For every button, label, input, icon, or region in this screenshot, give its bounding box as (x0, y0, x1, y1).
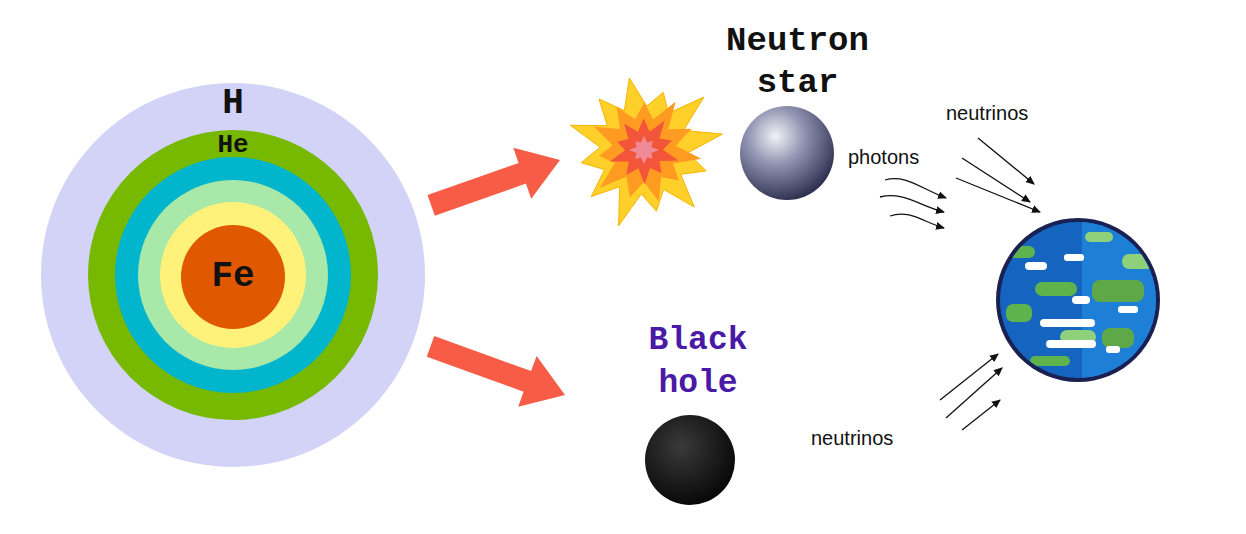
ring (138, 180, 328, 370)
ring (160, 202, 306, 348)
node-label: H (222, 84, 244, 124)
star-iron-core: Fe (181, 225, 285, 329)
particle-label: neutrinos (811, 426, 893, 450)
evolution-arrow (427, 336, 565, 407)
particle-label: photons (848, 145, 919, 169)
label-holder: photons (848, 145, 919, 169)
black-hole: Black hole (565, 315, 831, 515)
evolution-arrow (428, 148, 561, 216)
earth (990, 215, 1172, 385)
black-hole-sphere (645, 415, 735, 505)
ring (115, 157, 351, 393)
photon-arrows (880, 179, 946, 228)
node-label: He (217, 131, 248, 159)
star-helium-layer: HeFe (88, 130, 378, 420)
neutron-star-sphere (740, 106, 834, 200)
neutron-star: Neutron star (560, 5, 850, 210)
supernova-explosion (570, 78, 722, 226)
star-outer-layer: H HeFe (41, 83, 425, 467)
particle-label: neutrinos (946, 101, 1028, 125)
node-label: Fe (211, 257, 254, 297)
label-holder: neutrinos (946, 101, 1028, 125)
node-label: Neutron star (710, 20, 885, 104)
node-label: Black hole (633, 319, 763, 405)
label-holder: neutrinos (811, 426, 893, 450)
